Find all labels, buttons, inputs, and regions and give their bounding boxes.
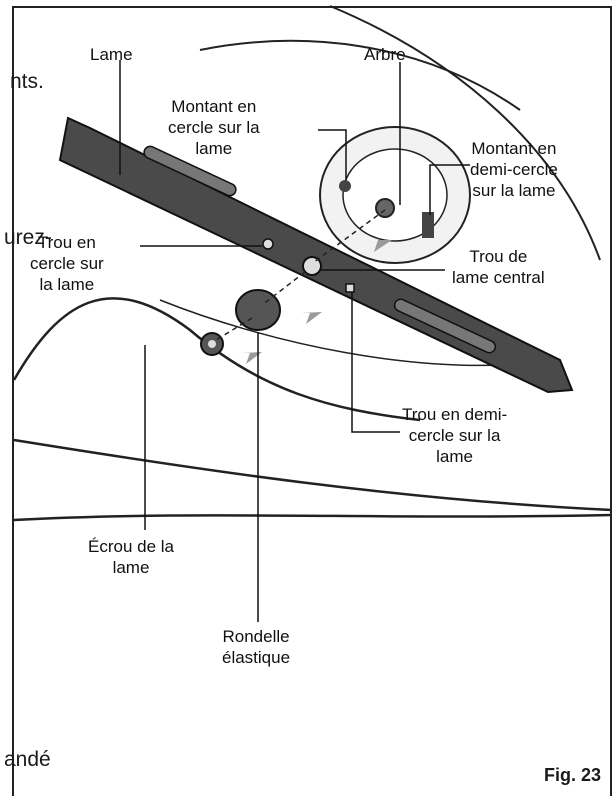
label-nut: Écrou de la lame: [88, 537, 174, 577]
center-hole: [302, 256, 322, 276]
label-round-hole: Trou en cercle sur la lame: [30, 233, 104, 294]
blade: [58, 116, 574, 394]
shaft-end: [375, 198, 395, 218]
label-center-hole: Trou de lame central: [452, 247, 545, 287]
label-blade: Lame: [90, 45, 133, 64]
label-washer: Rondelle élastique: [222, 627, 291, 667]
assembly-dashed-lines: [215, 209, 386, 341]
arrow-icon: [301, 312, 322, 324]
half-mount-stud: [422, 212, 434, 238]
blade-nut: [200, 332, 224, 356]
label-half-hole: Trou en demi- cercle sur la lame: [402, 405, 508, 466]
background-text: nts.: [10, 70, 44, 93]
background-text: urez-: [4, 226, 52, 249]
half-hole: [345, 283, 355, 293]
label-shaft: Arbre: [364, 45, 406, 64]
arrow-icon: [241, 352, 262, 364]
background-text: andé: [4, 748, 51, 771]
label-round-mount: Montant en cercle sur la lame: [168, 97, 260, 158]
spindle-housing: [319, 126, 471, 264]
round-mount-stud: [339, 180, 351, 192]
label-half-mount: Montant en demi-cercle sur la lame: [470, 139, 558, 200]
leader-lines: [119, 60, 470, 622]
mower-deck-outline: [12, 5, 613, 522]
direction-arrows: [241, 240, 392, 364]
blade-slot-left: [143, 145, 237, 197]
figure-number: Fig. 23: [543, 765, 601, 785]
round-hole: [262, 238, 274, 250]
arrow-icon: [368, 240, 392, 252]
blade-slot-right: [393, 298, 497, 354]
